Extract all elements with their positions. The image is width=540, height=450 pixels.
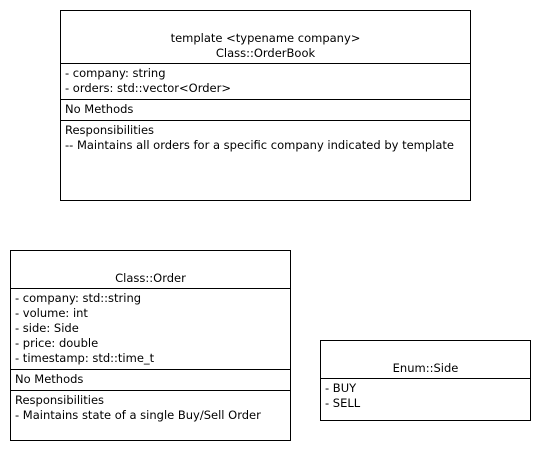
orderbook-attributes: - company: string - orders: std::vector<… <box>61 63 470 99</box>
order-attribute: - timestamp: std::time_t <box>15 351 155 365</box>
order-responsibility: - Maintains state of a single Buy/Sell O… <box>15 408 261 422</box>
order-methods-text: No Methods <box>15 372 84 386</box>
side-enum-values: - BUY - SELL <box>321 378 530 420</box>
orderbook-responsibility: -- Maintains all orders for a specific c… <box>65 138 454 152</box>
orderbook-methods: No Methods <box>61 99 470 120</box>
order-attribute: - side: Side <box>15 321 79 335</box>
orderbook-class-box: template <typename company> Class::Order… <box>60 10 471 201</box>
order-attribute: - volume: int <box>15 306 88 320</box>
order-class-box: Class::Order - company: std::string - vo… <box>10 250 291 441</box>
orderbook-attribute: - company: string <box>65 66 166 80</box>
order-class-header: Class::Order <box>11 251 290 288</box>
order-methods: No Methods <box>11 369 290 390</box>
side-enum-box: Enum::Side - BUY - SELL <box>320 340 531 421</box>
order-attribute: - company: std::string <box>15 291 142 305</box>
orderbook-methods-text: No Methods <box>65 102 134 116</box>
order-responsibilities-title: Responsibilities <box>15 393 105 407</box>
orderbook-template-line: template <typename company> <box>170 31 361 45</box>
orderbook-attribute: - orders: std::vector<Order> <box>65 81 231 95</box>
orderbook-responsibilities: Responsibilities -- Maintains all orders… <box>61 120 470 200</box>
order-attribute: - price: double <box>15 336 99 350</box>
order-responsibilities: Responsibilities - Maintains state of a … <box>11 390 290 440</box>
side-enum-header: Enum::Side <box>321 341 530 378</box>
orderbook-class-header: template <typename company> Class::Order… <box>61 11 470 63</box>
side-enum-value: - BUY <box>325 381 357 395</box>
order-class-name: Class::Order <box>115 271 186 285</box>
orderbook-responsibilities-title: Responsibilities <box>65 123 155 137</box>
side-enum-name: Enum::Side <box>392 361 459 375</box>
order-attributes: - company: std::string - volume: int - s… <box>11 288 290 369</box>
orderbook-class-name: Class::OrderBook <box>215 46 316 60</box>
side-enum-value: - SELL <box>325 396 361 410</box>
